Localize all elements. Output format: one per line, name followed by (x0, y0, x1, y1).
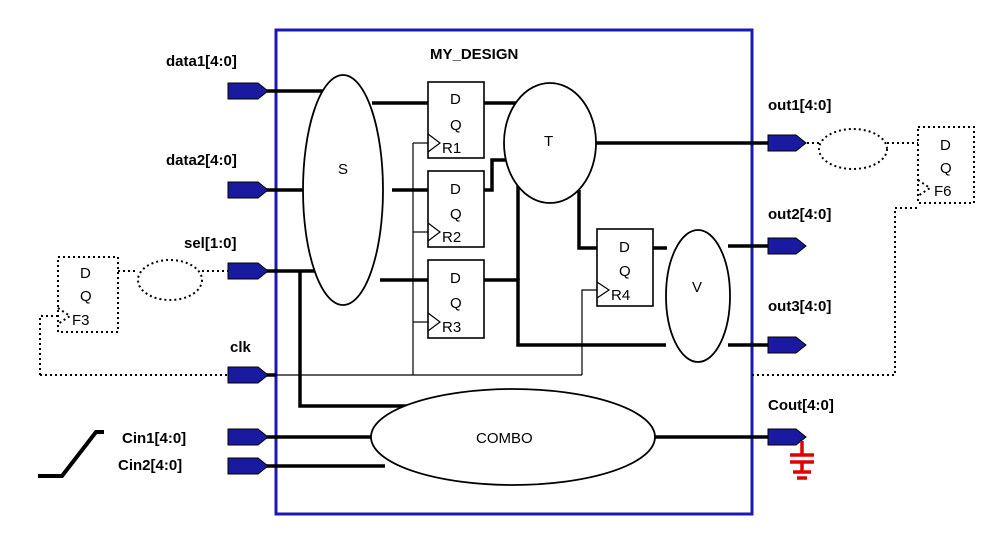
port-out1 (767, 134, 807, 152)
external-dotted-wires (39, 142, 920, 376)
port-data1 (227, 82, 269, 100)
label-out2: out2[4:0] (768, 206, 831, 223)
design-title: MY_DESIGN (430, 46, 518, 63)
r1-d-label: D (450, 91, 461, 108)
label-sel: sel[1:0] (184, 235, 237, 252)
r3-d-label: D (450, 270, 461, 287)
register-r1: D Q R1 (427, 81, 485, 159)
label-out1: out1[4:0] (768, 97, 831, 114)
f6-name: F6 (934, 183, 952, 200)
port-clk (227, 366, 269, 384)
block-t (503, 82, 597, 204)
clock-wires (266, 142, 597, 376)
external-flop-f6: D Q F6 (917, 126, 975, 204)
block-t-label: T (544, 133, 553, 150)
f3-name: F3 (72, 312, 90, 329)
r2-name: R2 (442, 229, 461, 246)
r4-name: R4 (611, 287, 630, 304)
f3-d-label: D (80, 265, 91, 282)
port-data2 (227, 181, 269, 199)
label-out3: out3[4:0] (768, 298, 831, 315)
f6-d-label: D (940, 137, 951, 154)
r2-d-label: D (450, 181, 461, 198)
load-capacitor-icon (790, 441, 814, 480)
r3-q-label: Q (450, 295, 462, 312)
register-r3: D Q R3 (427, 259, 485, 339)
f3-q-label: Q (80, 288, 92, 305)
external-logic-left (137, 259, 203, 301)
r2-q-label: Q (450, 206, 462, 223)
block-combo (370, 388, 656, 486)
r3-name: R3 (442, 319, 461, 336)
label-data2: data2[4:0] (166, 152, 237, 169)
r1-q-label: Q (450, 117, 462, 134)
data-wires (266, 89, 770, 468)
label-cin2: Cin2[4:0] (118, 457, 182, 474)
port-cin2 (227, 457, 269, 475)
block-combo-label: COMBO (476, 430, 533, 447)
block-v-label: V (692, 279, 702, 296)
register-r4: D Q R4 (596, 228, 654, 307)
port-out3 (767, 336, 807, 354)
label-clk: clk (230, 339, 252, 356)
port-sel (227, 262, 269, 280)
register-r2: D Q R2 (427, 170, 485, 248)
external-flop-f3: D Q F3 (57, 256, 119, 333)
block-s-label: S (338, 161, 348, 178)
label-data1: data1[4:0] (166, 53, 237, 70)
input-transition-ramp-icon (38, 430, 104, 478)
port-cin1 (227, 428, 269, 446)
r1-name: R1 (442, 140, 461, 157)
label-cout: Cout[4:0] (768, 397, 834, 414)
block-v (665, 229, 731, 363)
block-s (302, 74, 384, 306)
external-logic-right (818, 128, 888, 170)
r4-d-label: D (619, 239, 630, 256)
port-out2 (767, 237, 807, 255)
f6-q-label: Q (940, 160, 952, 177)
label-cin1: Cin1[4:0] (122, 430, 186, 447)
r4-q-label: Q (619, 263, 631, 280)
